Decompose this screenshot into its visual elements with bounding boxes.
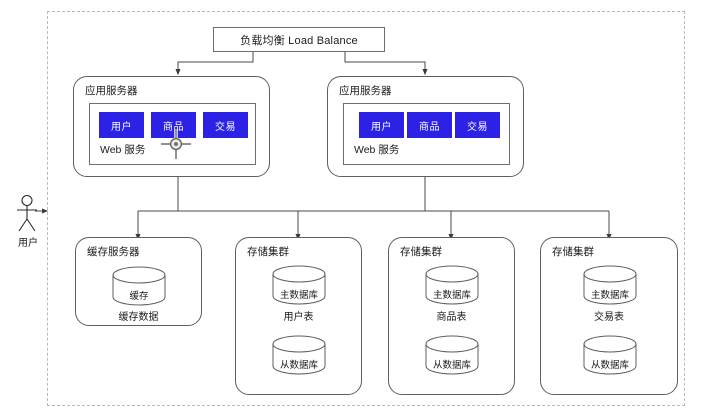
service-chip-trade-1[interactable]: 交易 <box>203 112 248 138</box>
cache-server-label: 缓存服务器 <box>87 246 140 258</box>
storage-cluster-2-caption: 商品表 <box>436 312 467 323</box>
storage-cluster-3-caption: 交易表 <box>594 312 624 323</box>
load-balance-node[interactable]: 负载均衡 Load Balance <box>213 27 385 52</box>
storage-cluster-3[interactable]: 存储集群 主数据库 交易表 从数据库 <box>540 237 678 395</box>
slave-db-label-2: 从数据库 <box>432 360 471 371</box>
actor-stick-figure-icon <box>17 194 37 232</box>
cache-caption: 缓存数据 <box>118 312 159 323</box>
master-db-label-3: 主数据库 <box>590 290 629 301</box>
move-crosshair-cursor-icon <box>160 128 192 160</box>
master-db-cylinder-3[interactable]: 主数据库 <box>583 265 637 305</box>
storage-cluster-2[interactable]: 存储集群 主数据库 商品表 从数据库 <box>388 237 515 395</box>
web-service-box-2[interactable]: 用户 商品 交易 Web 服务 <box>343 103 510 165</box>
app-server-2-label: 应用服务器 <box>339 85 392 97</box>
service-chip-user-2[interactable]: 用户 <box>359 112 404 138</box>
slave-db-cylinder-1[interactable]: 从数据库 <box>272 335 326 375</box>
master-db-cylinder-1[interactable]: 主数据库 <box>272 265 326 305</box>
web-service-label-2: Web 服务 <box>354 144 400 156</box>
storage-cluster-1-caption: 用户表 <box>283 312 314 323</box>
cache-cylinder[interactable]: 缓存 <box>112 266 166 306</box>
app-server-1-label: 应用服务器 <box>85 85 138 97</box>
storage-cluster-3-label: 存储集群 <box>552 246 594 258</box>
actor-user <box>12 193 56 237</box>
web-service-label-1: Web 服务 <box>100 144 146 156</box>
cache-cylinder-label: 缓存 <box>129 291 149 302</box>
service-chip-product-1[interactable]: 商品 <box>151 112 196 138</box>
slave-db-cylinder-3[interactable]: 从数据库 <box>583 335 637 375</box>
slave-db-cylinder-2[interactable]: 从数据库 <box>425 335 479 375</box>
master-db-cylinder-2[interactable]: 主数据库 <box>425 265 479 305</box>
storage-cluster-1[interactable]: 存储集群 主数据库 用户表 从数据库 <box>235 237 362 395</box>
slave-db-label-1: 从数据库 <box>279 360 318 371</box>
service-chip-product-2[interactable]: 商品 <box>407 112 452 138</box>
slave-db-label-3: 从数据库 <box>590 360 629 371</box>
app-server-1[interactable]: 应用服务器 用户 商品 交易 Web 服务 <box>73 76 270 177</box>
web-service-box-1[interactable]: 用户 商品 交易 Web 服务 <box>89 103 256 165</box>
app-server-2[interactable]: 应用服务器 用户 商品 交易 Web 服务 <box>327 76 524 177</box>
master-db-label-2: 主数据库 <box>432 290 471 301</box>
storage-cluster-2-label: 存储集群 <box>400 246 442 258</box>
service-chip-trade-2[interactable]: 交易 <box>455 112 500 138</box>
actor-user-label: 用户 <box>18 238 38 249</box>
cache-server[interactable]: 缓存服务器 缓存 缓存数据 <box>75 237 202 326</box>
storage-cluster-1-label: 存储集群 <box>247 246 289 258</box>
master-db-label-1: 主数据库 <box>279 290 318 301</box>
service-chip-user-1[interactable]: 用户 <box>99 112 144 138</box>
